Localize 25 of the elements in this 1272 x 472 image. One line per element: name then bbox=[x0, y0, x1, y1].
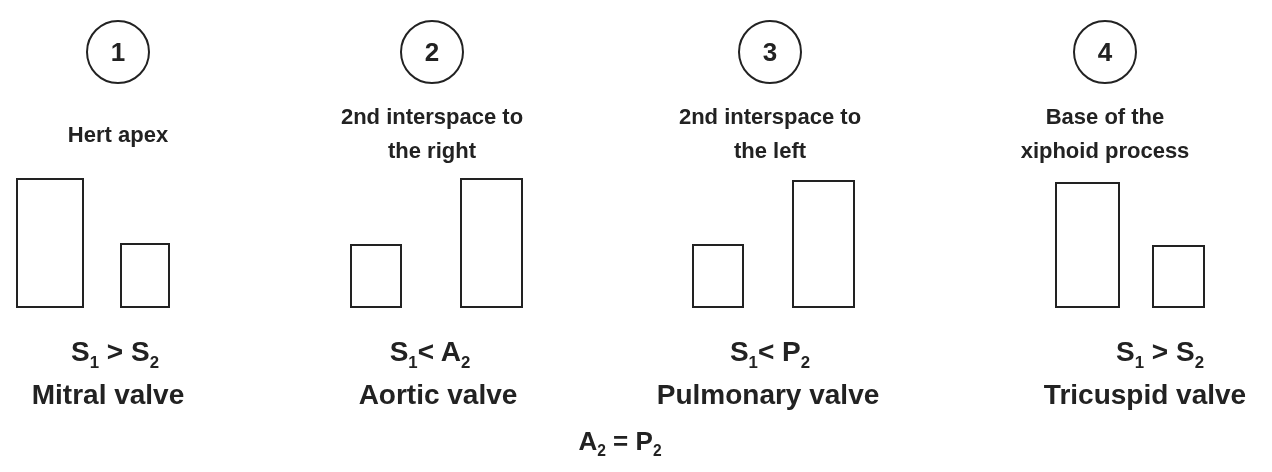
number-circle: 3 bbox=[738, 20, 802, 84]
sound-relation-label: S$_{1}$< P$_{2}$ bbox=[728, 335, 812, 374]
site-label: 2nd interspace to the right bbox=[339, 103, 525, 165]
number-circle: 2 bbox=[400, 20, 464, 84]
sound-intensity-bar bbox=[792, 180, 855, 308]
valve-label: Mitral valve bbox=[30, 378, 186, 412]
sound-intensity-bar bbox=[692, 244, 744, 308]
site-label: Hert apex bbox=[66, 121, 170, 149]
number-circle: 4 bbox=[1073, 20, 1137, 84]
sound-relation-label: S$_{1}$ > S$_{2}$ bbox=[1115, 335, 1205, 374]
sound-relation-label: S$_{1}$ > S$_{2}$ bbox=[70, 335, 160, 374]
sound-intensity-bar bbox=[460, 178, 523, 308]
equation-label: A$_{2}$ = P$_{2}$ bbox=[577, 425, 663, 462]
site-label: Base of the xiphoid process bbox=[1019, 103, 1191, 165]
number-circle: 1 bbox=[86, 20, 150, 84]
sound-intensity-bar bbox=[120, 243, 170, 308]
sound-intensity-bar bbox=[1152, 245, 1205, 308]
valve-label: Aortic valve bbox=[357, 378, 519, 412]
sound-relation-label: S$_{1}$< A$_{2}$ bbox=[388, 335, 472, 374]
sound-intensity-bar bbox=[1055, 182, 1120, 308]
site-label: 2nd interspace to the left bbox=[677, 103, 863, 165]
valve-label: Pulmonary valve bbox=[655, 378, 881, 412]
sound-intensity-bar bbox=[16, 178, 84, 308]
sound-intensity-bar bbox=[350, 244, 402, 308]
valve-label: Tricuspid valve bbox=[1042, 378, 1248, 412]
